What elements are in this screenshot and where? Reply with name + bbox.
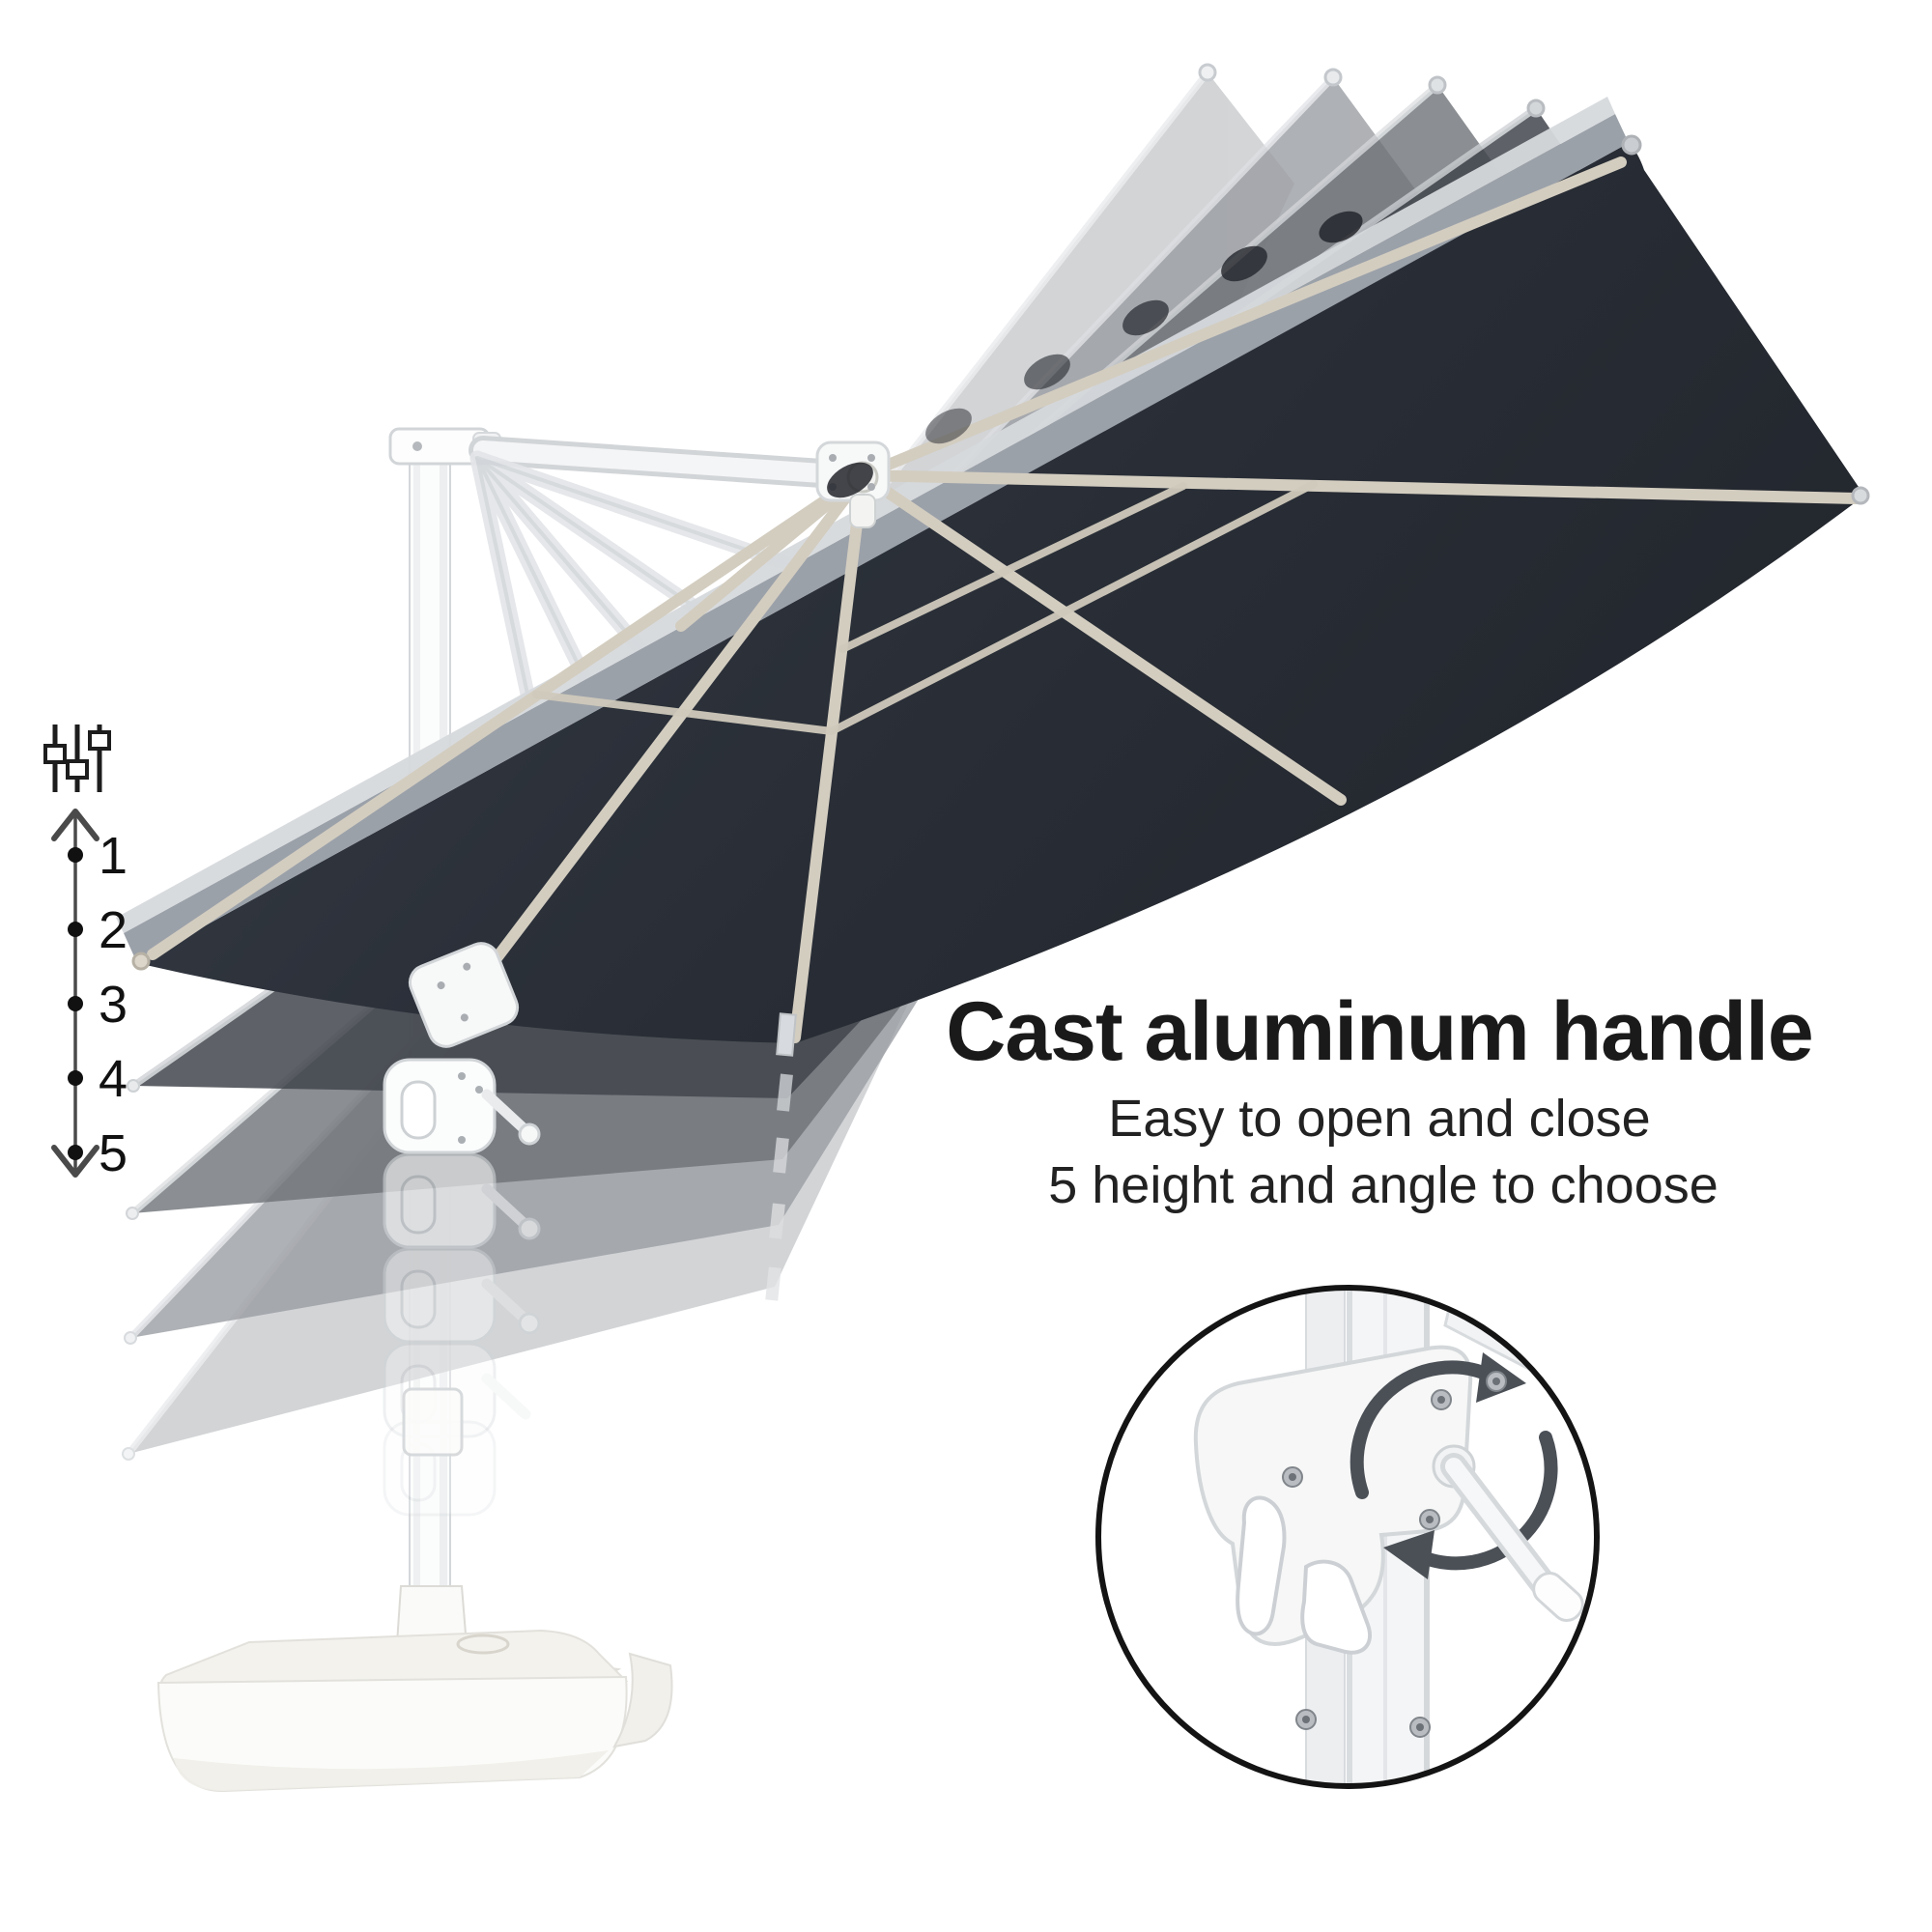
scale-dots: [68, 847, 83, 1160]
inset-circle-border: [1095, 1285, 1600, 1789]
inset-crank-arm: [1432, 1444, 1584, 1622]
crank-handle-ghost: [383, 1247, 541, 1344]
scale-label-5: 5: [99, 1124, 128, 1182]
ghost-corner-caps: [765, 1073, 793, 1301]
scale-label-4: 4: [99, 1050, 128, 1108]
scale-label-2: 2: [99, 901, 128, 959]
cantilever-arm: [469, 436, 865, 490]
scale-label-1: 1: [99, 827, 128, 885]
scale-label-3: 3: [99, 976, 128, 1034]
headline-title: Cast aluminum handle: [946, 985, 1813, 1078]
inset-grip-hole: [1236, 1495, 1287, 1636]
crank-handle-ghost: [383, 1152, 541, 1249]
umbrella-base: [156, 1585, 673, 1793]
rib-tip-caps: [122, 63, 1870, 1461]
canopy-struts: [532, 480, 1318, 735]
pole-collar: [402, 1387, 464, 1457]
vent-scallops: [827, 211, 1363, 498]
umbrella-canopy: [116, 97, 1864, 1043]
headline-subline-2: 5 height and angle to choose: [1048, 1156, 1719, 1214]
crank-handle-position-1: [383, 1058, 541, 1154]
headline-subline-1: Easy to open and close: [1108, 1090, 1650, 1148]
canopy-pole-bracket: [408, 942, 520, 1048]
canopy-top-band: [124, 114, 1629, 963]
inset-crank-knob: [1532, 1572, 1584, 1622]
caption-block: Cast aluminum handle Easy to open and cl…: [946, 985, 1814, 1214]
height-scale: 1 2 3 4 5: [43, 724, 128, 1182]
inset-inner-slot: [1300, 1559, 1372, 1655]
sliders-icon: [43, 724, 111, 792]
canopy-ribs: [147, 156, 1862, 1043]
detail-inset: [1095, 1285, 1600, 1789]
inset-screws: [1282, 1371, 1507, 1738]
scale-arrow: [51, 809, 99, 1178]
